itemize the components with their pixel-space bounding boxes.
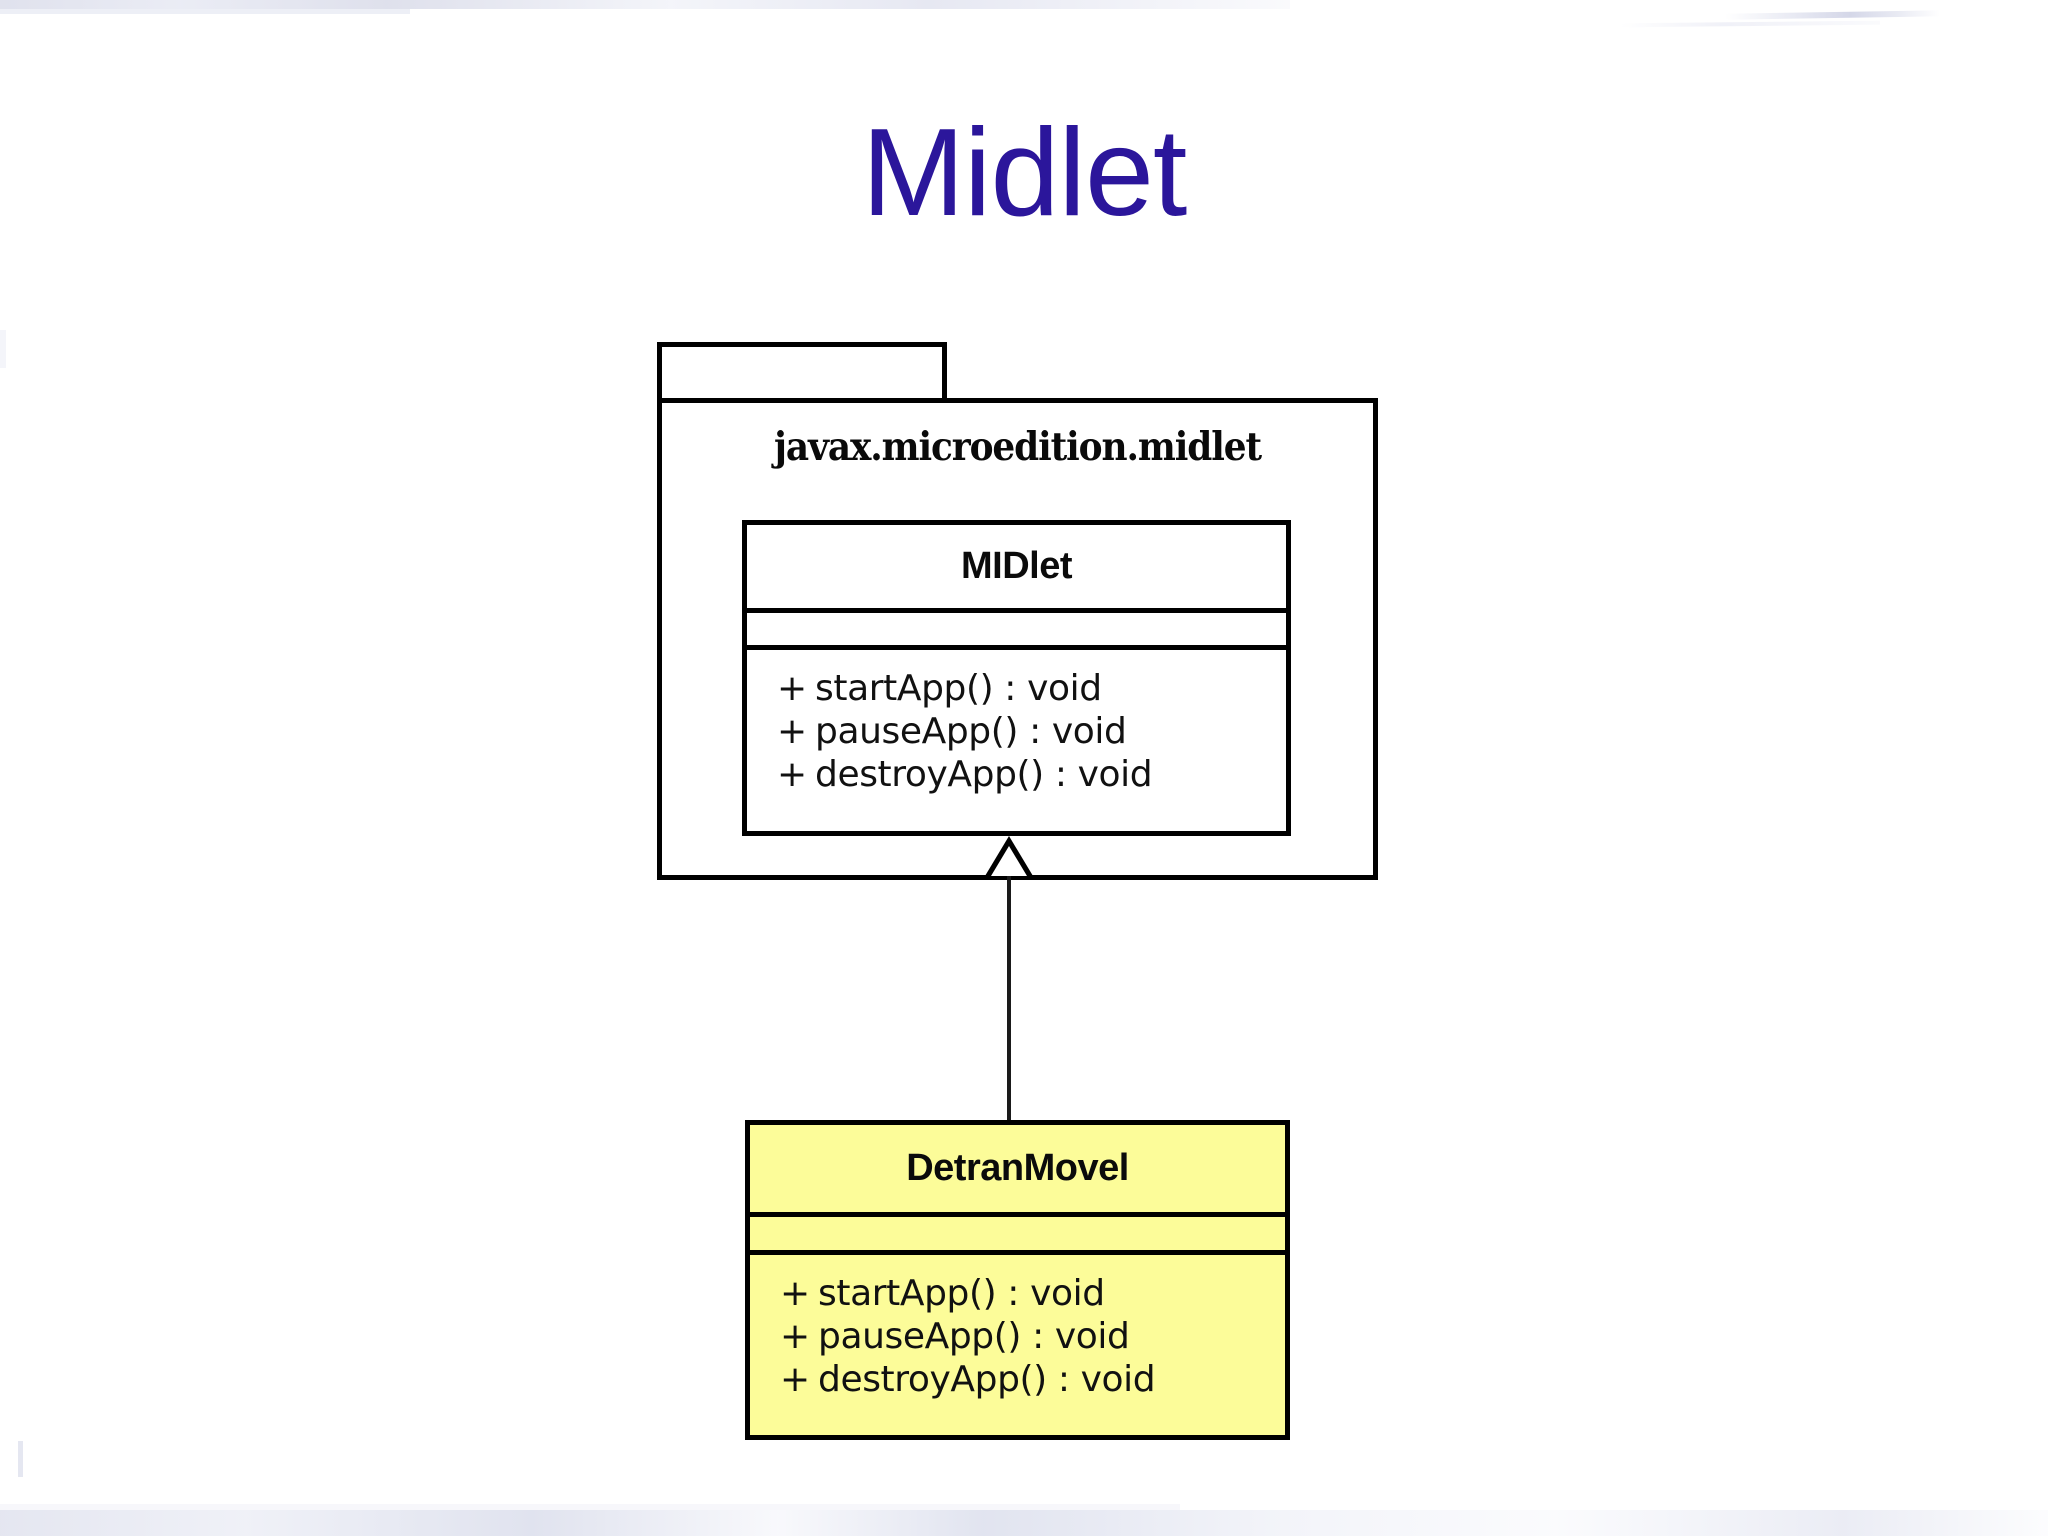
- uml-class-name-detranmovel: DetranMovel: [750, 1125, 1285, 1217]
- scan-artifact-top-band-secondary: [0, 9, 410, 14]
- uml-operations-compartment-detranmovel: +startApp() : void +pauseApp() : void +d…: [750, 1255, 1285, 1401]
- scan-artifact-bottom-band: [0, 1510, 2048, 1536]
- uml-method-row: +destroyApp() : void: [780, 1359, 1285, 1402]
- uml-operations-compartment-midlet: +startApp() : void +pauseApp() : void +d…: [747, 650, 1286, 796]
- uml-class-midlet[interactable]: MIDlet +startApp() : void +pauseApp() : …: [742, 520, 1291, 836]
- visibility-marker: +: [777, 753, 807, 795]
- generalization-triangle-fill-icon: [991, 846, 1027, 876]
- uml-class-detranmovel[interactable]: DetranMovel +startApp() : void +pauseApp…: [745, 1120, 1290, 1440]
- scan-artifact-top-band: [0, 0, 1290, 9]
- package-name-label: javax.microedition.midlet: [774, 424, 1262, 470]
- uml-class-name-midlet: MIDlet: [747, 525, 1286, 613]
- uml-method-row: +startApp() : void: [777, 668, 1286, 711]
- visibility-marker: +: [780, 1358, 810, 1400]
- generalization-connector-line: [1007, 876, 1011, 1122]
- uml-method-row: +pauseApp() : void: [780, 1316, 1285, 1359]
- uml-attributes-compartment-detranmovel: [750, 1217, 1285, 1255]
- visibility-marker: +: [780, 1315, 810, 1357]
- scan-artifact-bottom-left-tick: [18, 1441, 23, 1477]
- scan-artifact-left-edge: [0, 330, 6, 368]
- uml-method-row: +destroyApp() : void: [777, 754, 1286, 797]
- visibility-marker: +: [777, 710, 807, 752]
- uml-attributes-compartment-midlet: [747, 613, 1286, 650]
- page-title: Midlet: [861, 104, 1188, 242]
- method-signature: startApp() : void: [815, 668, 1102, 709]
- scan-artifact-bottom-faint: [0, 1504, 1180, 1510]
- method-signature: startApp() : void: [818, 1273, 1105, 1314]
- package-tab: [657, 342, 947, 402]
- scan-artifact-top-right-streak-secondary: [1619, 20, 1881, 28]
- visibility-marker: +: [780, 1273, 810, 1314]
- uml-method-row: +startApp() : void: [780, 1273, 1285, 1316]
- visibility-marker: +: [777, 668, 807, 709]
- uml-method-row: +pauseApp() : void: [777, 711, 1286, 754]
- method-signature: destroyApp() : void: [815, 753, 1153, 795]
- scan-artifact-top-right-streak: [1724, 10, 1941, 20]
- method-signature: pauseApp() : void: [815, 710, 1127, 752]
- method-signature: pauseApp() : void: [818, 1315, 1130, 1357]
- method-signature: destroyApp() : void: [818, 1358, 1156, 1400]
